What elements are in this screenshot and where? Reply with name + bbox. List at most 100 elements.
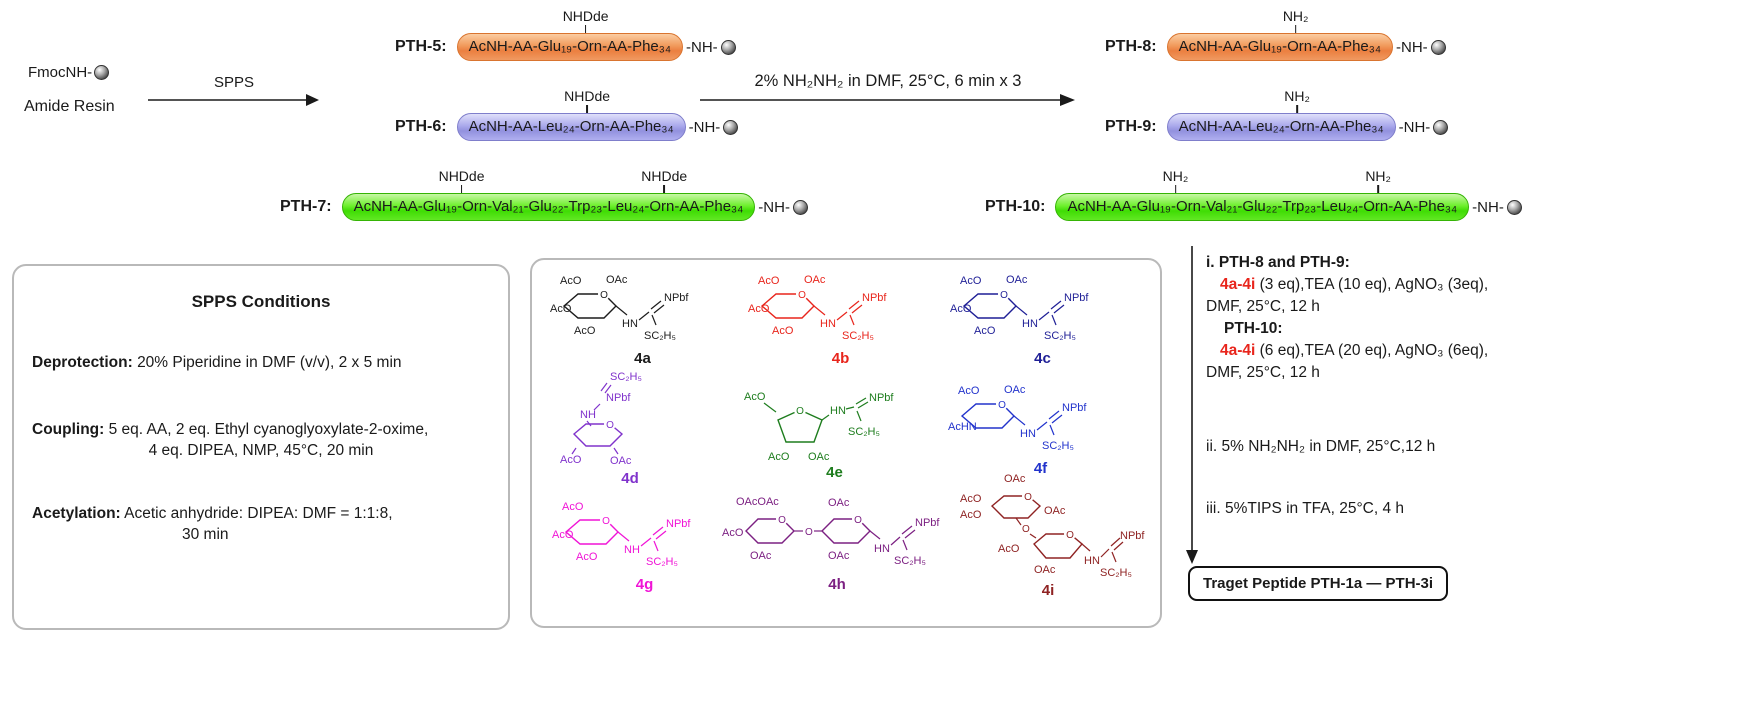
- svg-text:NPbf: NPbf: [1062, 402, 1087, 414]
- peptide-sequence: AcNH-AA-Leu₂₄-Orn-AA-Phe₃₄: [456, 113, 686, 141]
- svg-text:AcO: AcO: [998, 543, 1020, 555]
- step-i-sub-solvent: DMF, 25°C, 12 h: [1206, 364, 1320, 381]
- panel-title: SPPS Conditions: [191, 292, 331, 311]
- svg-text:O: O: [1066, 530, 1074, 541]
- peptide-pth-10: PTH-10: NH₂ NH₂ AcNH-AA-Glu₁₉-Orn-Val₂₁-…: [985, 169, 1522, 221]
- svg-text:AcO: AcO: [950, 303, 972, 315]
- deprotection-line: Deprotection: 20% Piperidine in DMF (v/v…: [32, 354, 402, 371]
- resin-bead-icon: [1506, 199, 1522, 215]
- svg-text:OAc: OAc: [1004, 473, 1026, 485]
- svg-text:SC₂H₅: SC₂H₅: [1100, 567, 1132, 579]
- svg-text:O: O: [606, 420, 614, 431]
- svg-text:NH: NH: [580, 409, 596, 421]
- svg-text:HN: HN: [1022, 318, 1038, 330]
- sugar-id: 4g: [635, 576, 654, 593]
- svg-text:HN: HN: [830, 405, 846, 417]
- spps-arrow-label: SPPS: [213, 74, 255, 91]
- substituent-label: AcO: [560, 275, 582, 287]
- amine-tag: NH₂: [1284, 89, 1310, 113]
- linker-suffix: -NH-: [758, 198, 790, 216]
- sugar-id: 4f: [1033, 460, 1048, 477]
- svg-text:AcO: AcO: [560, 454, 582, 466]
- protecting-group-tag: NHDde: [564, 89, 610, 113]
- svg-text:O: O: [796, 406, 804, 417]
- svg-text:O: O: [1024, 492, 1032, 503]
- sugar-structure: AcO O HN NPbf SC₂H₅ AcO OAc: [744, 391, 894, 462]
- svg-text:AcO: AcO: [576, 551, 598, 563]
- resin-bead-icon: [792, 199, 808, 215]
- peptide-label: PTH-6:: [395, 118, 447, 135]
- sugar-structure: AcO OAc O AcO AcO HN NPbf SC₂H₅: [550, 274, 689, 342]
- reaction-steps: i. PTH-8 and PTH-9: 4a-4i (3 eq),TEA (10…: [1206, 252, 1488, 520]
- svg-text:AcO: AcO: [758, 275, 780, 287]
- sugar-structure: SC₂H₅ NPbf NH O AcO OAc: [560, 371, 642, 467]
- linker-suffix: -NH-: [1398, 118, 1431, 136]
- substituent-label: AcO: [574, 325, 596, 337]
- svg-text:NPbf: NPbf: [1120, 530, 1145, 542]
- svg-text:SC₂H₅: SC₂H₅: [842, 330, 874, 342]
- sugar-id: 4a: [634, 350, 651, 367]
- hydrazine-arrow-label: 2% NH₂NH₂ in DMF, 25°C, 6 min x 3: [754, 72, 1022, 90]
- sugar-id: 4d: [621, 470, 639, 487]
- sugar-structure: AcO OAc O AcO AcO HN NPbf SC₂H₅: [950, 274, 1089, 342]
- svg-text:NPbf: NPbf: [666, 518, 691, 530]
- sugar-4c: AcO OAc O AcO AcO HN NPbf SC₂H₅ 4c: [950, 272, 1135, 367]
- svg-text:O: O: [854, 515, 862, 526]
- glycosyl-donors-panel: [530, 258, 1162, 628]
- svg-text:AcO: AcO: [960, 509, 982, 521]
- peptide-label: PTH-5:: [395, 38, 447, 55]
- linker-suffix: -NH-: [686, 38, 718, 56]
- protecting-group-tag: NHDde: [563, 9, 609, 33]
- sugar-4d: SC₂H₅ NPbf NH O AcO OAc 4d: [560, 368, 700, 487]
- svg-text:AcO: AcO: [744, 391, 766, 403]
- process-down-arrow-icon: [1186, 246, 1198, 564]
- target-peptide-box: Traget Peptide PTH-1a — PTH-3i: [1188, 566, 1449, 601]
- sugar-structure: OAcOAc O AcO OAc O O OAc OAc HN NPbf SC₂…: [722, 496, 940, 567]
- svg-text:SC₂H₅: SC₂H₅: [848, 426, 880, 438]
- svg-text:OAc: OAc: [610, 455, 632, 467]
- sugar-id: 4b: [831, 350, 850, 367]
- svg-text:HN: HN: [1020, 428, 1036, 440]
- protecting-group-tag: NHDde: [641, 169, 687, 193]
- sugar-structure: AcO OAc O AcO AcO HN NPbf SC₂H₅: [748, 274, 887, 342]
- svg-text:O: O: [998, 400, 1006, 411]
- sugar-4g: AcO O AcO AcO NH NPbf SC₂H₅ 4g: [552, 498, 737, 593]
- svg-text:NPbf: NPbf: [915, 517, 940, 529]
- resin-start-label: FmocNH-: [28, 64, 93, 81]
- protecting-group-tag: NHDde: [439, 169, 484, 193]
- svg-text:O: O: [778, 515, 786, 526]
- linker-suffix: -NH-: [1396, 38, 1428, 56]
- sugar-id: 4e: [826, 464, 843, 481]
- resin-bead-icon: [1433, 119, 1449, 135]
- peptide-pth-6: PTH-6: NHDde AcNH-AA-Leu₂₄-Orn-AA-Phe₃₄ …: [395, 89, 739, 141]
- svg-text:NH: NH: [624, 544, 640, 556]
- peptide-pth-9: PTH-9: NH₂ AcNH-AA-Leu₂₄-Orn-AA-Phe₃₄ -N…: [1105, 89, 1449, 141]
- svg-text:OAcOAc: OAcOAc: [736, 496, 779, 508]
- svg-text:SC₂H₅: SC₂H₅: [646, 556, 678, 568]
- sugar-structure: OAc O AcO AcO OAc O O AcO OAc HN NPbf SC…: [960, 473, 1145, 579]
- sugar-id: 4h: [828, 576, 846, 593]
- svg-text:SC₂H₅: SC₂H₅: [894, 555, 926, 567]
- svg-text:OAc: OAc: [1004, 384, 1026, 396]
- amine-tag: NH₂: [1365, 169, 1391, 193]
- svg-text:NPbf: NPbf: [606, 392, 631, 404]
- svg-text:AcO: AcO: [748, 303, 770, 315]
- svg-text:AcO: AcO: [772, 325, 794, 337]
- sugar-4b: AcO OAc O AcO AcO HN NPbf SC₂H₅ 4b: [748, 272, 933, 367]
- group-label: NPbf: [664, 292, 689, 304]
- svg-text:OAc: OAc: [828, 497, 850, 509]
- right-arrow-icon: [700, 94, 1075, 106]
- svg-text:AcO: AcO: [722, 527, 744, 539]
- spps-conditions-panel: SPPS Conditions Deprotection: 20% Piperi…: [12, 264, 510, 630]
- sugar-structure: AcO O AcO AcO NH NPbf SC₂H₅: [552, 501, 691, 568]
- amine-tag: NH₂: [1283, 9, 1308, 33]
- sugar-4a: AcO OAc O AcO AcO HN NPbf SC₂H₅ 4a: [550, 272, 735, 367]
- resin-bead-icon: [720, 39, 736, 55]
- peptide-label: PTH-9:: [1105, 118, 1157, 135]
- linker-suffix: -NH-: [1472, 198, 1504, 216]
- svg-text:HN: HN: [1084, 555, 1100, 567]
- peptide-label: PTH-10:: [985, 198, 1046, 215]
- acetylation-line: Acetylation: Acetic anhydride: DIPEA: DM…: [32, 505, 393, 543]
- peptide-pth-7: PTH-7: NHDde NHDde AcNH-AA-Glu₁₉-Orn-Val…: [280, 169, 808, 221]
